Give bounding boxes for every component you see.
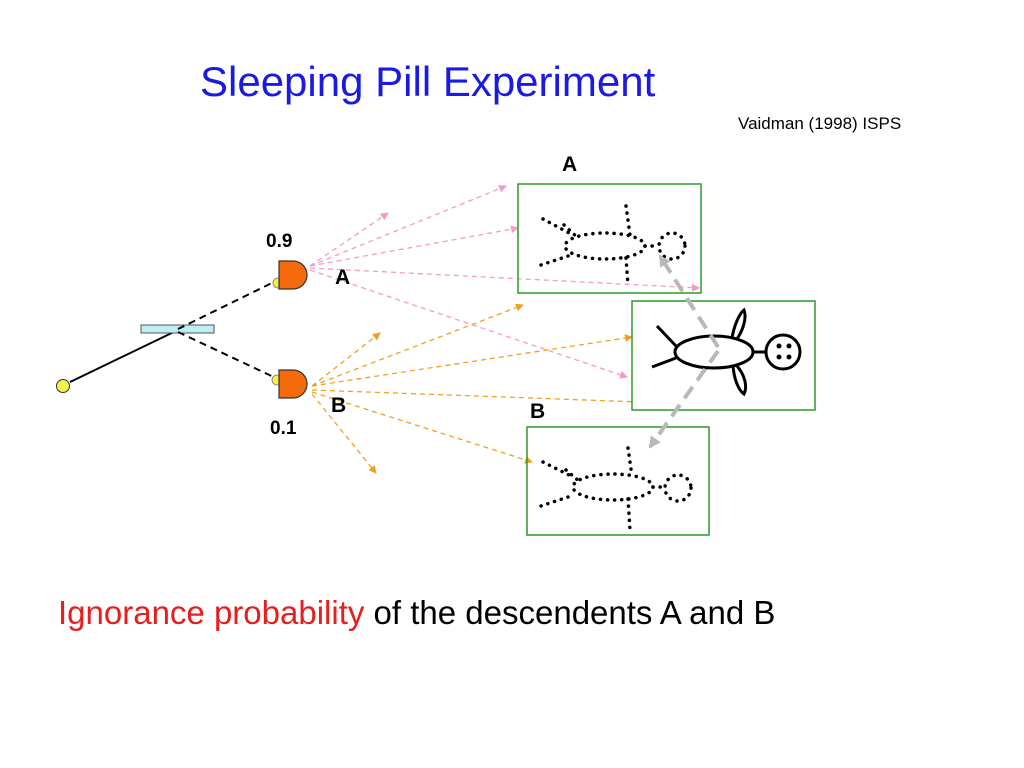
awake-box <box>631 300 816 411</box>
transition-arrow <box>658 254 720 349</box>
path-upper <box>177 278 281 330</box>
sleeper-box-bottom <box>526 426 710 536</box>
prob-lower-label: 0.1 <box>270 418 297 439</box>
orange-rays <box>311 303 641 474</box>
detector-lower <box>271 369 308 399</box>
caption-highlight: Ignorance probability <box>58 594 365 631</box>
input-beam <box>69 329 179 383</box>
awake-figure <box>651 307 802 397</box>
sleeper-bottom-label: B <box>530 400 545 423</box>
slide-title: Sleeping Pill Experiment <box>200 58 656 105</box>
sleeper-top-label: A <box>562 153 577 176</box>
pink-rays <box>309 184 700 379</box>
caption: Ignorance probability of the descendents… <box>58 594 775 632</box>
sleeper-figure-top <box>539 204 687 287</box>
sleeper-box-top <box>517 183 702 294</box>
detector-upper <box>272 260 308 290</box>
detector-upper-label: A <box>335 266 350 289</box>
detector-lower-label: B <box>331 394 346 417</box>
sleeper-figure-bottom <box>539 446 693 532</box>
citation: Vaidman (1998) ISPS <box>738 114 902 133</box>
caption-rest: of the descendents A and B <box>364 594 776 631</box>
path-lower <box>177 331 281 381</box>
particle-source <box>56 379 70 393</box>
beam-splitter <box>140 324 215 334</box>
awake-face <box>776 343 792 360</box>
transition-arrow-lower <box>648 349 720 449</box>
prob-upper-label: 0.9 <box>266 231 292 252</box>
